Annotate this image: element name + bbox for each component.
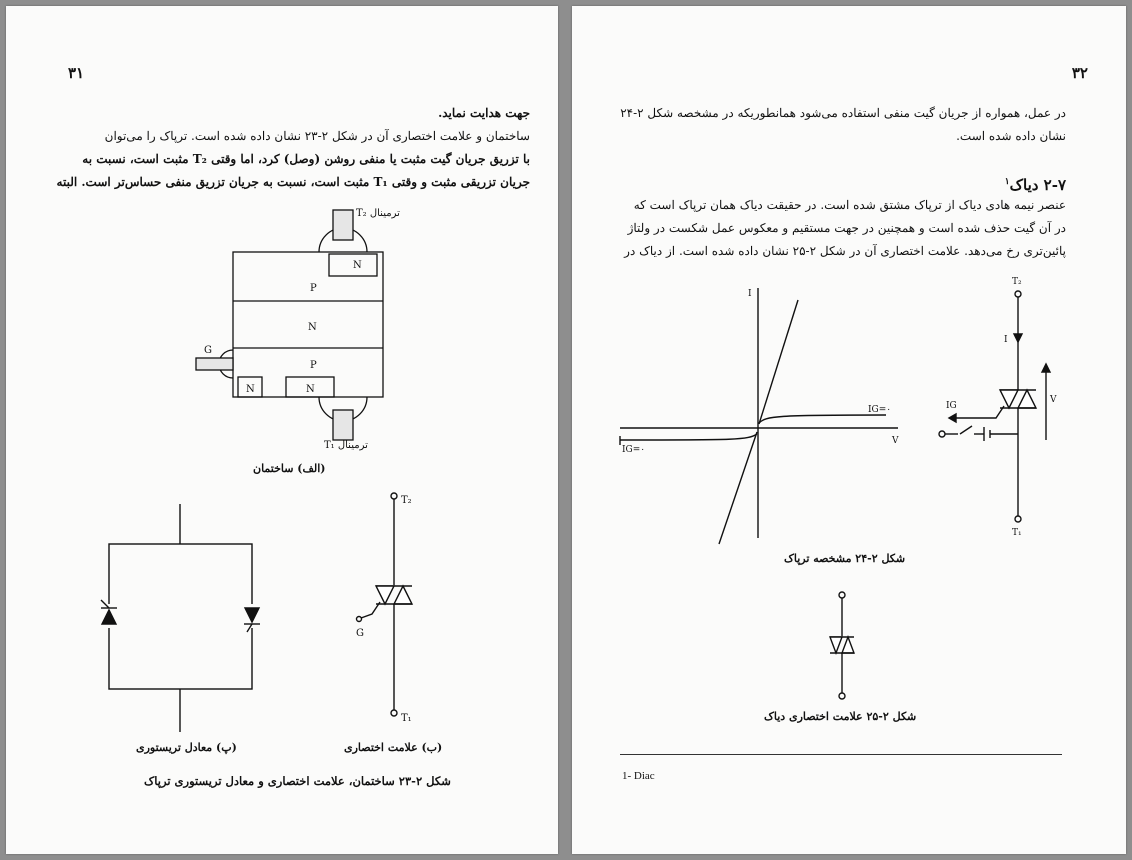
triac-symbol-figure: T₂ T₁ G [355,492,414,724]
thyristor-left-triangle [100,608,118,625]
triac-circuit-figure: T₂ T₁ I V IG [938,277,1057,538]
text-line: جهت هدایت نماید. [438,106,530,120]
graph-ig-bottom-label: IG=۰ [622,445,645,455]
triac-characteristic-graph: I V IG=۰ IG=۰ [619,288,899,545]
reverse-blocking-curve [619,433,758,441]
graph-i-label: I [748,289,752,299]
text-line: در عمل، همواره از جریان گیت منفی استفاده… [620,106,1066,120]
gate-label: G [204,345,212,356]
circuit-t2-label: T₂ [1012,277,1022,287]
page-number-left: ۳۱ [68,64,85,82]
circuit-t1-label: T₁ [1012,528,1022,538]
text-line: جریان تزریقی مثبت و وقتی T₁ مثبت است، نس… [56,175,530,189]
layer-label: N [246,384,255,395]
left-text-block: جهت هدایت نماید. ساختمان و علامت اختصاری… [56,102,530,194]
terminal-t2-label: ترمینال T₂ [356,208,400,219]
terminal-t1-label: ترمینال T₁ [324,440,368,451]
symbol-t1-label: T₁ [401,713,412,724]
figure-caption-25: شکل ۲-۲۵ علامت اختصاری دیاک [764,710,917,723]
thyristor-right-triangle [243,607,261,624]
text-line: با تزریق جریان گیت مثبت یا منفی روشن (وص… [82,152,530,166]
right-text-body: عنصر نیمه هادی دیاک از ترپاک مشتق شده اس… [624,194,1066,263]
current-arrow [1012,333,1024,344]
voltage-arrow [1040,362,1052,373]
text-line: عنصر نیمه هادی دیاک از ترپاک مشتق شده اس… [633,198,1066,212]
text-line: در آن گیت حذف شده است و همچنین در جهت مس… [627,221,1066,235]
n-bottom-left [237,376,263,398]
graph-ig-top-label: IG=۰ [868,405,891,415]
gate-terminal [195,357,234,371]
footnote-text: 1- Diac [622,770,655,782]
layer-label: N [353,260,362,271]
thyristor-equivalent-figure [100,504,261,732]
equivalent-caption: (پ) معادل تریستوری [136,741,237,754]
text-line: پائین‌تری رخ می‌دهد. علامت اختصاری آن در… [624,244,1066,258]
right-page: ۳۲ در عمل، همواره از جریان گیت منفی استف… [572,6,1126,854]
symbol-caption: (ب) علامت اختصاری [344,741,443,754]
gate-current-arrow [947,412,957,424]
n-top-region [328,253,378,277]
page-number-right: ۳۲ [1071,64,1088,82]
forward-conduction-line [758,299,799,425]
structure-caption: (الف) ساختمان [253,462,326,475]
footnote-divider [620,754,1062,755]
graph-v-label: V [891,436,899,446]
forward-blocking-curve [758,414,887,424]
text-line: ساختمان و علامت اختصاری آن در شکل ۲-۲۳ ن… [104,129,530,143]
layer-label: N [306,384,315,395]
right-text-top: در عمل، همواره از جریان گیت منفی استفاده… [620,102,1066,148]
diac-symbol-figure [828,591,856,700]
section-heading: ۲-۷ دیاک۱ [1005,176,1066,194]
n-bottom-right [285,376,335,398]
circuit-v-label: V [1049,395,1057,405]
symbol-g-label: G [356,628,364,639]
layer-label: P [310,283,317,294]
figure-caption-24: شکل ۲-۲۴ مشخصه ترپاک [784,552,906,565]
circuit-i-label: I [1004,335,1008,345]
text-line: نشان داده شده است. [956,129,1066,143]
left-page: ۳۱ جهت هدایت نماید. ساختمان و علامت اختص… [6,6,558,854]
circuit-ig-label: IG [946,401,957,411]
top-terminal [332,209,354,241]
bottom-terminal [332,409,354,441]
layer-label: N [308,322,317,333]
triac-structure-figure: N P N P N N G ترمینال T₂ ترمینال T₁ [195,208,400,451]
layer-label: P [310,360,317,371]
figure-caption-23: شکل ۲-۲۳ ساختمان، علامت اختصاری و معادل … [144,774,451,788]
section-heading-text: ۲-۷ دیاک [1009,176,1066,194]
footnote-marker: ۱ [1004,177,1010,187]
reverse-conduction-line [718,431,758,545]
symbol-t2-label: T₂ [401,495,412,506]
